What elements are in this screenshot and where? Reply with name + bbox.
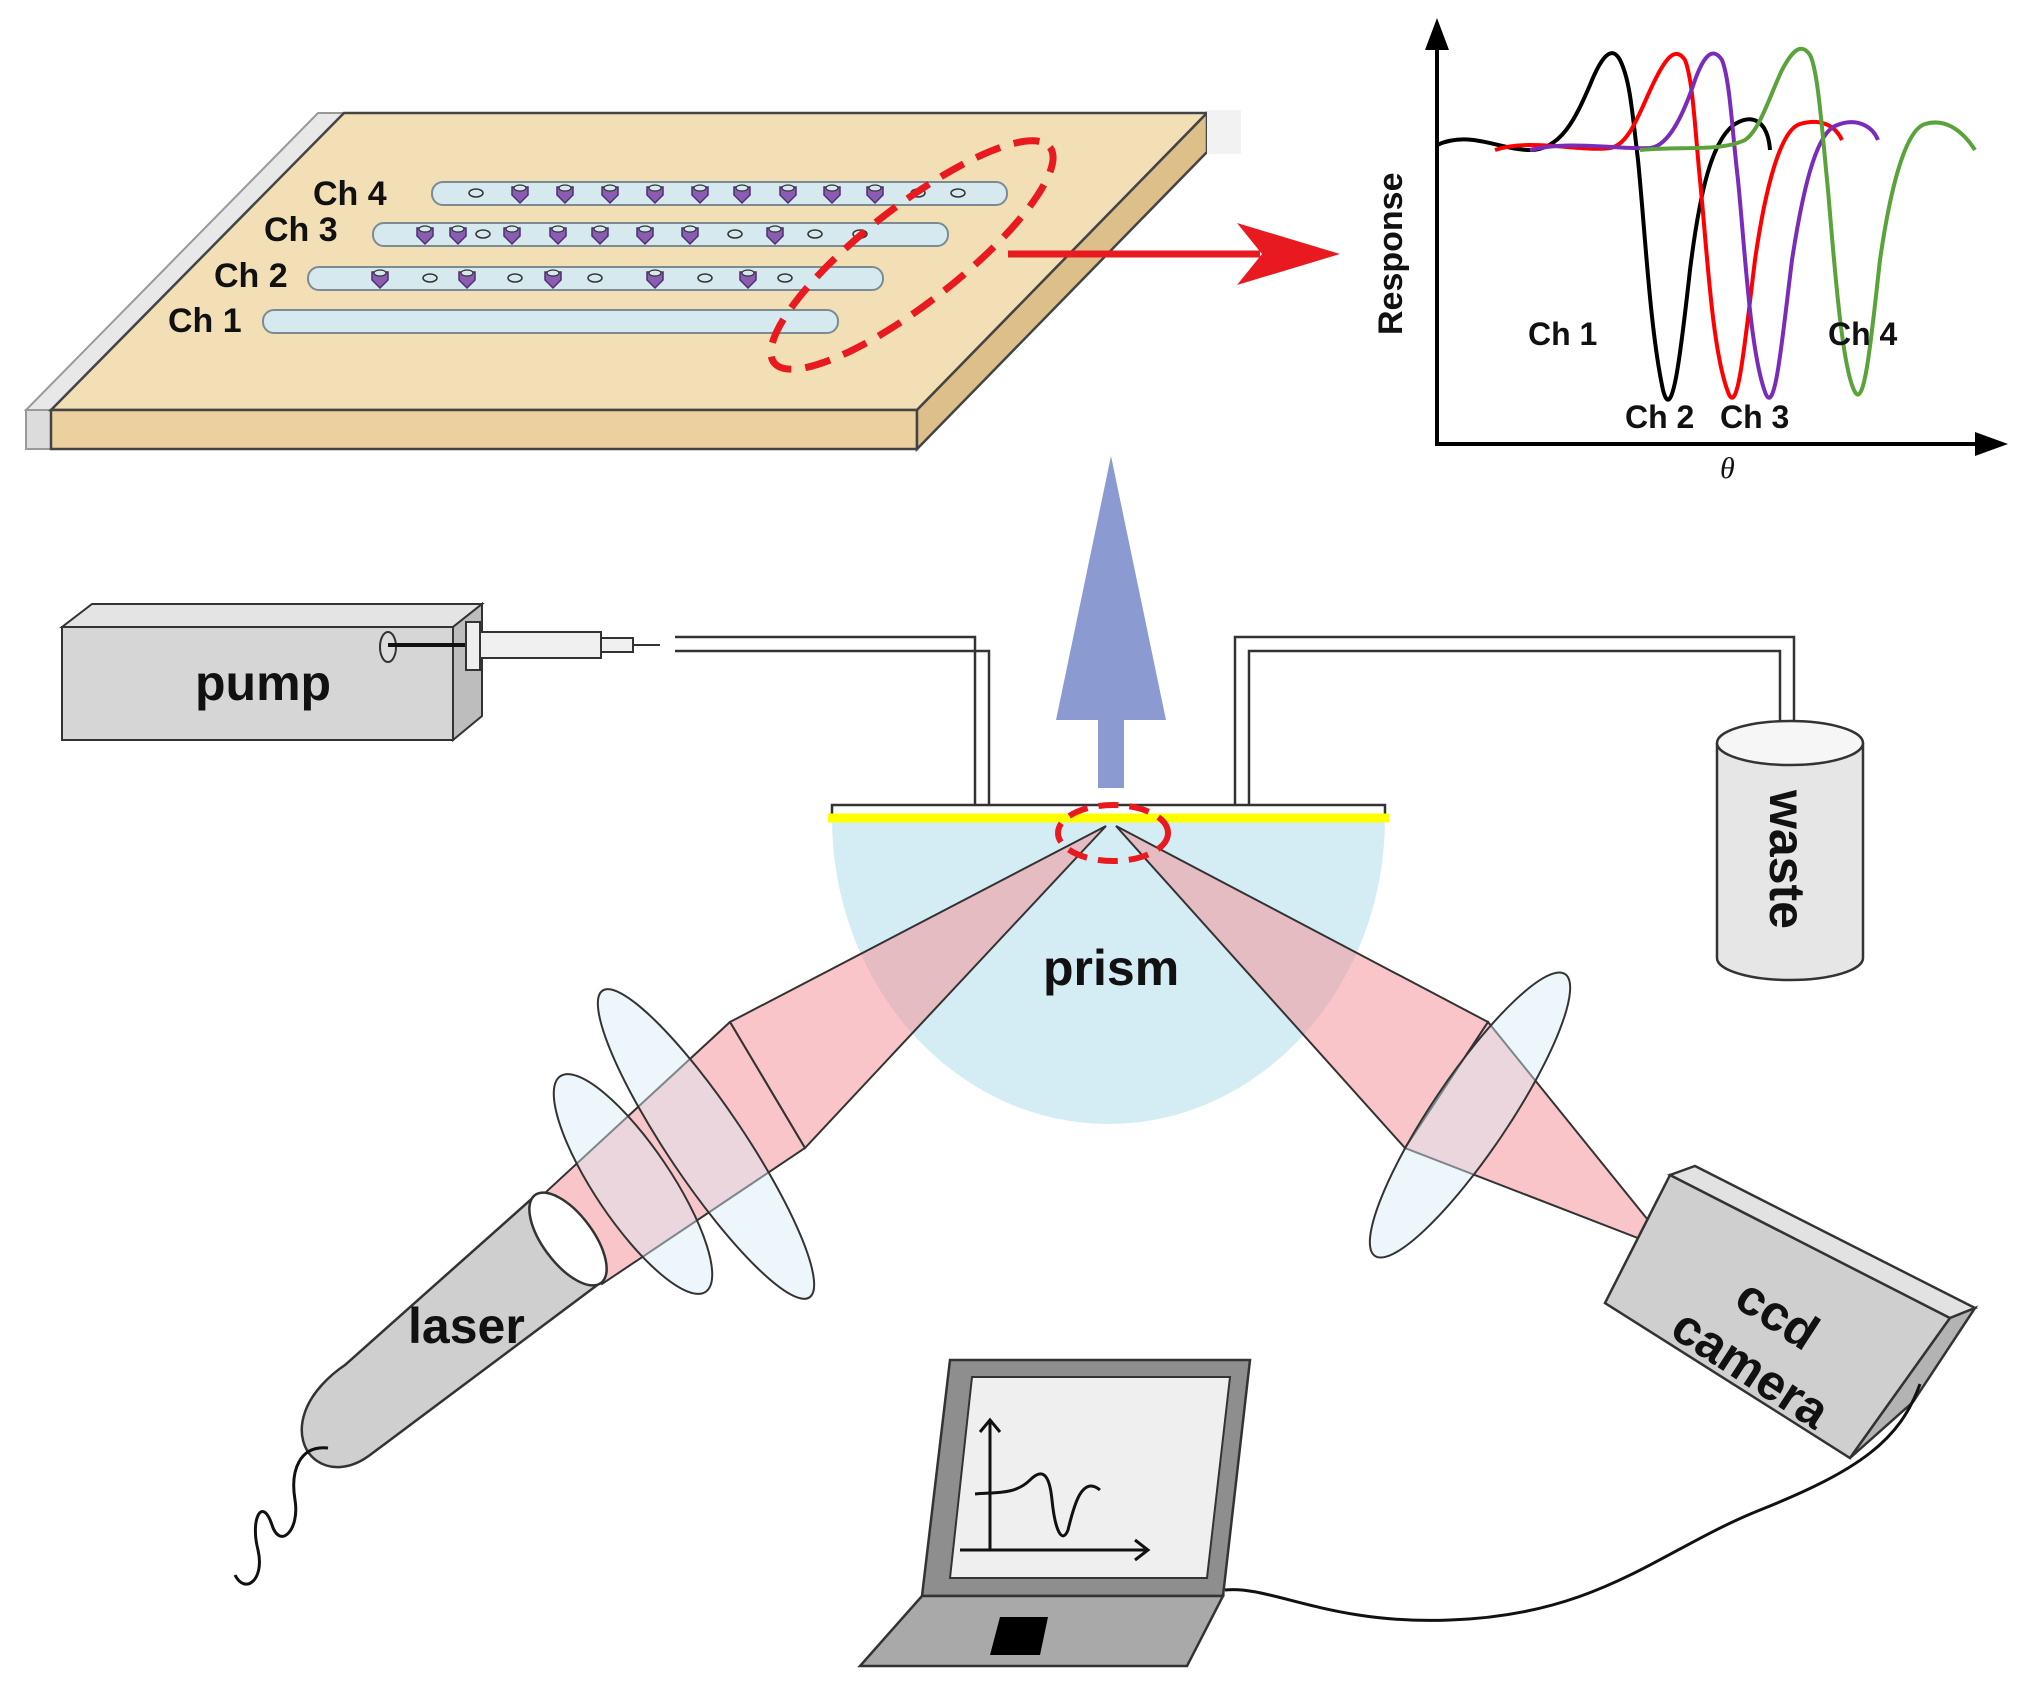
y-axis-arrow-icon: [1425, 18, 1449, 50]
channel-particles: [371, 184, 966, 290]
lens-2: [552, 1073, 714, 1295]
curve-ch3: [1529, 51, 1880, 400]
free-particle-icon: [475, 229, 491, 239]
lens-1: [596, 988, 816, 1300]
particle-cap: [451, 225, 465, 233]
ccd-camera: ccd camera: [1603, 1164, 1979, 1460]
free-particle-icon: [587, 273, 603, 283]
curve-ch2: [1494, 52, 1844, 400]
x-axis-arrow-icon: [1975, 432, 2008, 456]
free-particle-icon: [777, 273, 793, 283]
laptop: [857, 1358, 1252, 1668]
particle-cap: [768, 225, 782, 233]
particle-cap: [603, 184, 617, 192]
lens-3: [1368, 971, 1572, 1259]
y-axis-label: Response: [1372, 173, 1410, 336]
particle-cap: [741, 269, 755, 277]
particle-cap: [373, 269, 387, 277]
free-particle-icon: [422, 273, 438, 283]
channel-ch1: [262, 309, 839, 334]
waste-container: waste: [1715, 719, 1865, 982]
free-particle-icon: [507, 273, 523, 283]
curve-label-ch1: Ch 1: [1528, 316, 1597, 352]
particle-cap: [868, 184, 882, 192]
chip-glass-side: [25, 409, 52, 450]
particle-cap: [460, 269, 474, 277]
channel-label-ch4: Ch 4: [313, 175, 387, 213]
x-axis-label: θ: [1720, 452, 1735, 485]
particle-cap: [648, 184, 662, 192]
laser-label: laser: [408, 1298, 525, 1354]
curve-ch1: [1436, 51, 1772, 402]
particle-cap: [593, 225, 607, 233]
chip-to-plot-arrow: [1008, 223, 1340, 285]
particle-cap: [735, 184, 749, 192]
free-particle-icon: [727, 229, 743, 239]
particle-cap: [513, 184, 527, 192]
fluid-tubing: [675, 635, 1796, 805]
syringe-pump: pump: [59, 601, 660, 743]
free-particle-icon: [950, 188, 966, 198]
laser-cable: [233, 1446, 329, 1586]
flow-up-arrow: [1056, 456, 1166, 788]
screen-plot-icon: [960, 1417, 1151, 1562]
free-particle-icon: [697, 273, 713, 283]
free-particle-icon: [468, 188, 484, 198]
particle-cap: [418, 225, 432, 233]
curve-label-ch4: Ch 4: [1828, 316, 1898, 352]
channel-label-ch1: Ch 1: [168, 302, 242, 340]
particle-cap: [693, 184, 707, 192]
pump-label: pump: [195, 655, 331, 711]
waste-label: waste: [1759, 789, 1815, 929]
channel-label-ch2: Ch 2: [214, 257, 288, 295]
particle-cap: [683, 225, 697, 233]
free-particle-icon: [807, 229, 823, 239]
laptop-touchpad: [990, 1617, 1048, 1655]
channel-label-ch3: Ch 3: [264, 211, 338, 249]
particle-cap: [648, 269, 662, 277]
particle-cap: [781, 184, 795, 192]
particle-cap: [825, 184, 839, 192]
camera-cable: [1224, 1383, 1922, 1622]
particle-cap: [551, 225, 565, 233]
channel-ch4: [431, 181, 1008, 206]
particle-cap: [558, 184, 572, 192]
curve-ch4: [1639, 46, 1977, 397]
spr-response-plot: Response θ Ch 1 Ch 2 Ch 3 Ch 4: [1372, 18, 2008, 485]
chip-front-face: [49, 408, 919, 451]
focus-highlight: [1055, 802, 1171, 864]
microfluidic-chip: Ch 4 Ch 3 Ch 2 Ch 1: [23, 109, 1241, 453]
curve-label-ch2: Ch 2: [1625, 399, 1694, 435]
particle-cap: [505, 225, 519, 233]
particle-cap: [546, 269, 560, 277]
laser: laser: [233, 1191, 608, 1586]
curve-label-ch3: Ch 3: [1720, 399, 1789, 435]
particle-cap: [638, 225, 652, 233]
prism-label: prism: [1043, 940, 1179, 996]
